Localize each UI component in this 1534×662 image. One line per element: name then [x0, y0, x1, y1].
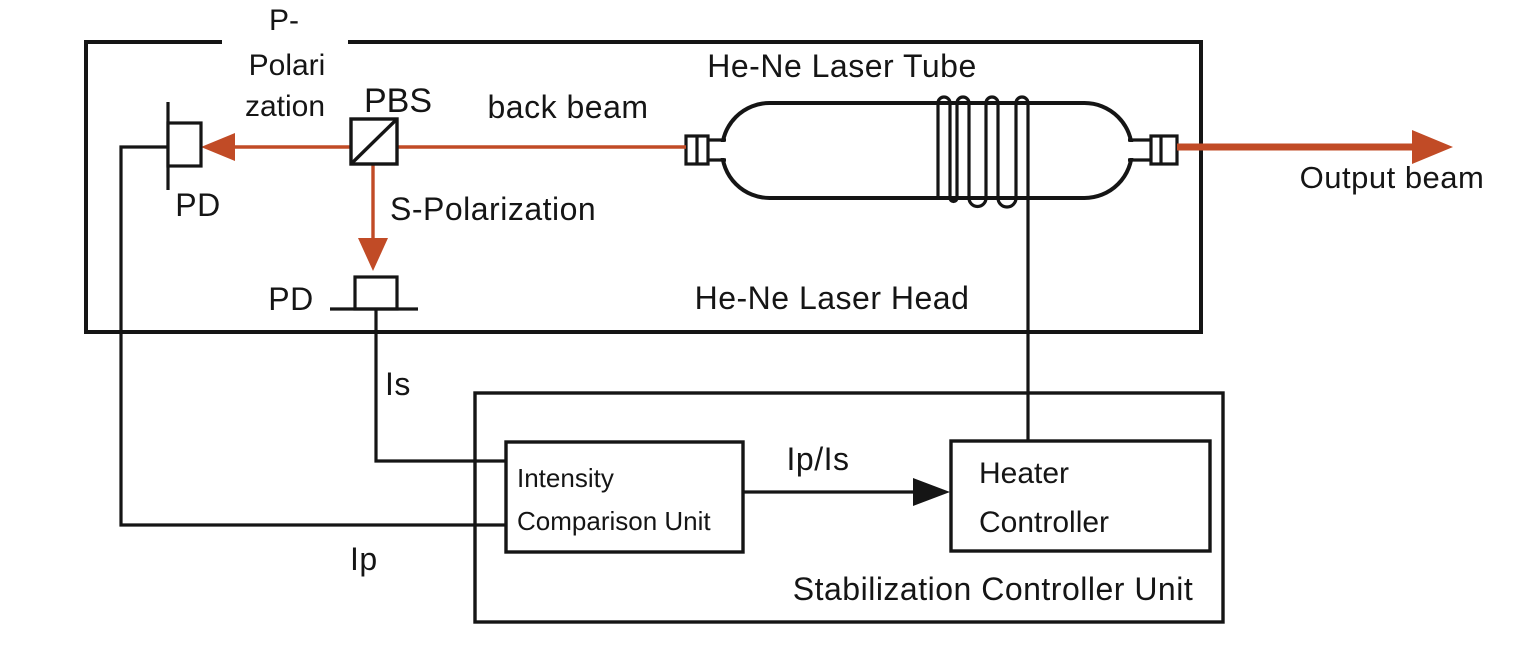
label-stabilization-unit: Stabilization Controller Unit	[793, 571, 1193, 607]
laser-tube-body	[720, 101, 1134, 200]
laser-tube-right-mirror	[1128, 134, 1179, 166]
label-laser-head: He-Ne Laser Head	[695, 280, 970, 316]
label-laser-tube: He-Ne Laser Tube	[707, 48, 976, 84]
intensity-comparison-box	[504, 440, 745, 554]
ip-is-arrowhead	[913, 478, 950, 506]
label-p-polarization-line1: P-	[269, 4, 299, 37]
stabilization-box	[473, 391, 1225, 624]
pd-bottom	[330, 275, 418, 311]
laser-head-box	[84, 40, 1203, 334]
pbs-cube	[349, 117, 399, 166]
label-output-beam: Output beam	[1300, 160, 1485, 195]
label-p-polarization-line2: Polari	[249, 49, 326, 82]
heater-coil	[936, 95, 1030, 441]
label-heater-line1: Heater	[979, 457, 1069, 490]
ip-wire	[119, 145, 506, 527]
label-intensity-unit-line2: Comparison Unit	[517, 506, 711, 536]
pd-bottom-body	[353, 275, 399, 311]
pbs-diagonal	[349, 117, 399, 166]
pd-left	[166, 102, 203, 190]
p-polarization-arrowhead	[201, 133, 235, 161]
label-ip-signal: Ip	[350, 541, 378, 577]
heater-controller-box	[949, 439, 1212, 553]
label-heater-line2: Controller	[979, 506, 1109, 539]
output-beam-arrowhead	[1412, 130, 1453, 164]
laser-tube-left-mirror	[684, 134, 728, 166]
label-pd-left: PD	[175, 187, 220, 223]
s-polarization-arrowhead	[358, 238, 388, 271]
label-pd-bottom: PD	[268, 281, 313, 317]
label-p-polarization-line3: zation	[245, 90, 325, 123]
label-back-beam: back beam	[487, 89, 648, 125]
label-intensity-unit-line1: Intensity	[517, 463, 614, 493]
pd-left-body	[166, 121, 203, 168]
label-is-signal: Is	[385, 366, 411, 402]
label-ip-is-signal: Ip/Is	[787, 441, 850, 477]
label-s-polarization: S-Polarization	[390, 191, 596, 227]
label-pbs: PBS	[364, 82, 432, 120]
is-wire	[374, 309, 506, 463]
